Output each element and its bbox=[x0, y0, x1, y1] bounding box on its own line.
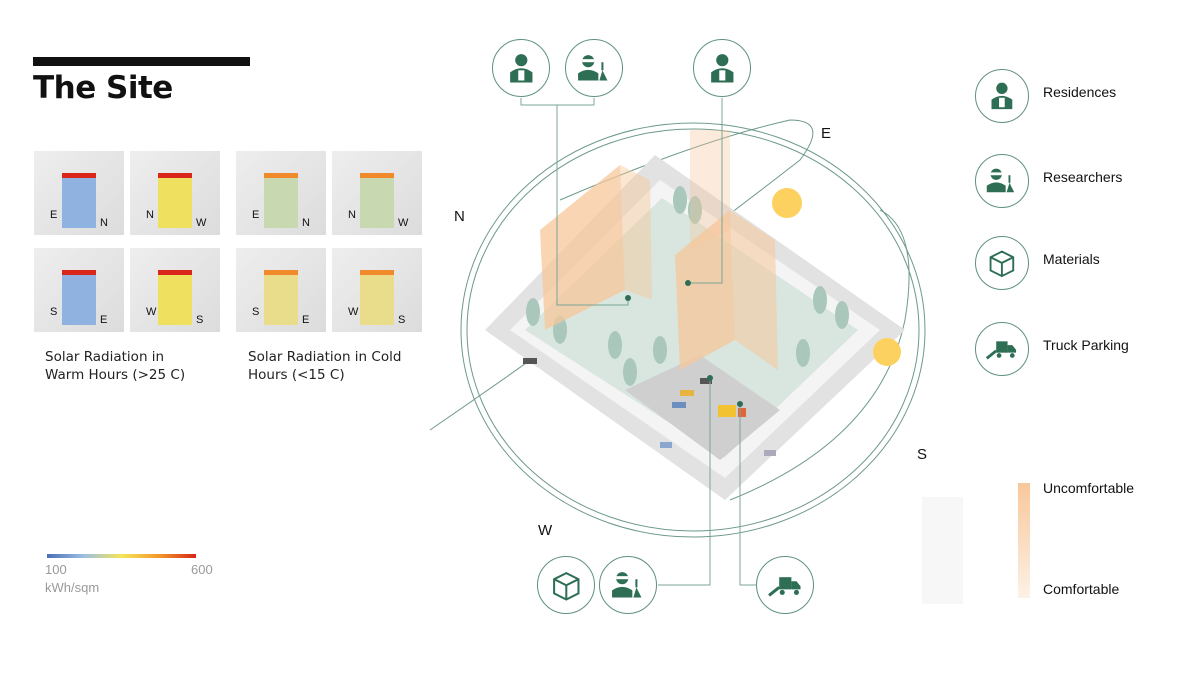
researcher-icon bbox=[986, 168, 1015, 193]
cold-caption: Solar Radiation in Cold Hours (<15 C) bbox=[248, 348, 401, 384]
orientation-label: N bbox=[348, 209, 356, 221]
parking-lot bbox=[625, 355, 780, 460]
comfort-high-label: Uncomfortable bbox=[1043, 480, 1135, 496]
orientation-label: E bbox=[100, 314, 108, 326]
sun-path-2 bbox=[729, 209, 910, 501]
caption-line: Warm Hours (>25 C) bbox=[45, 367, 186, 383]
diagram-node bbox=[565, 39, 623, 97]
building-model bbox=[158, 270, 192, 325]
diagram-node bbox=[492, 39, 550, 97]
marker-dots bbox=[625, 280, 743, 407]
trees bbox=[526, 186, 849, 386]
vehicles bbox=[523, 358, 776, 456]
title-bar bbox=[33, 57, 250, 66]
warm-caption: Solar Radiation in Warm Hours (>25 C) bbox=[45, 348, 185, 384]
caption-line: Solar Radiation in Cold bbox=[248, 349, 402, 365]
researcher-icon bbox=[611, 571, 642, 598]
buildings bbox=[540, 130, 778, 370]
cold-radiation-view: S E bbox=[236, 248, 326, 332]
sun-icon bbox=[873, 338, 901, 366]
sun-icon bbox=[772, 188, 802, 218]
diagram-node bbox=[693, 39, 751, 97]
orientation-label: E bbox=[50, 209, 58, 221]
legend-item-icon bbox=[975, 154, 1029, 208]
orientation-label: W bbox=[146, 306, 157, 318]
building-model bbox=[264, 270, 298, 325]
compass-south: S bbox=[917, 446, 928, 463]
orbit-outer bbox=[460, 122, 926, 538]
caption-line: Solar Radiation in bbox=[45, 349, 165, 365]
legend-item-icon bbox=[975, 236, 1029, 290]
orientation-label: S bbox=[252, 306, 260, 318]
legend-item-icon bbox=[975, 69, 1029, 123]
building-model bbox=[62, 173, 96, 228]
truck-icon bbox=[767, 576, 801, 597]
resident-icon bbox=[509, 53, 533, 83]
orientation-label: S bbox=[50, 306, 58, 318]
colorbar-max: 600 bbox=[191, 562, 213, 577]
orientation-label: W bbox=[196, 217, 207, 229]
legend-item-label: Researchers bbox=[1043, 169, 1123, 185]
diagram-node bbox=[537, 556, 595, 614]
orientation-label: S bbox=[398, 314, 406, 326]
orientation-label: S bbox=[196, 314, 204, 326]
comfort-low-label: Comfortable bbox=[1043, 581, 1120, 597]
legend-item-label: Residences bbox=[1043, 84, 1117, 100]
building-model bbox=[360, 270, 394, 325]
compass-north: N bbox=[454, 208, 465, 225]
diagram-node bbox=[756, 556, 814, 614]
orientation-label: N bbox=[146, 209, 154, 221]
box-icon bbox=[552, 571, 580, 601]
truck-icon bbox=[985, 341, 1017, 360]
legend-item-icon bbox=[975, 322, 1029, 376]
compass-east: E bbox=[821, 125, 832, 142]
legend-item-label: Truck Parking bbox=[1043, 337, 1129, 353]
colorbar-min: 100 bbox=[45, 562, 67, 577]
orientation-label: N bbox=[302, 217, 310, 229]
radiation-colorbar bbox=[47, 554, 196, 558]
legend-item-label: Materials bbox=[1043, 251, 1100, 267]
cold-radiation-view: N W bbox=[332, 151, 422, 235]
comfort-backdrop bbox=[922, 497, 963, 604]
comfort-gradient-bar bbox=[1018, 483, 1030, 598]
researcher-icon bbox=[577, 54, 608, 81]
orientation-label: E bbox=[302, 314, 310, 326]
orientation-label: N bbox=[100, 217, 108, 229]
cold-radiation-view: E N bbox=[236, 151, 326, 235]
orientation-label: E bbox=[252, 209, 260, 221]
orientation-label: W bbox=[348, 306, 359, 318]
building-model bbox=[158, 173, 192, 228]
cold-radiation-view: W S bbox=[332, 248, 422, 332]
colorbar-unit: kWh/sqm bbox=[45, 580, 100, 595]
resident-icon bbox=[710, 53, 734, 83]
building-model bbox=[62, 270, 96, 325]
diagram-node bbox=[599, 556, 657, 614]
compass-west: W bbox=[538, 522, 553, 539]
orientation-label: W bbox=[398, 217, 409, 229]
warm-radiation-view: E N bbox=[34, 151, 124, 235]
warm-radiation-view: W S bbox=[130, 248, 220, 332]
building-model bbox=[264, 173, 298, 228]
warm-radiation-view: S E bbox=[34, 248, 124, 332]
orbit-inner bbox=[466, 128, 920, 532]
page-title: The Site bbox=[33, 70, 173, 106]
warm-radiation-view: N W bbox=[130, 151, 220, 235]
building-model bbox=[360, 173, 394, 228]
resident-icon bbox=[991, 82, 1013, 110]
caption-line: Hours (<15 C) bbox=[248, 367, 345, 383]
box-icon bbox=[989, 250, 1015, 278]
